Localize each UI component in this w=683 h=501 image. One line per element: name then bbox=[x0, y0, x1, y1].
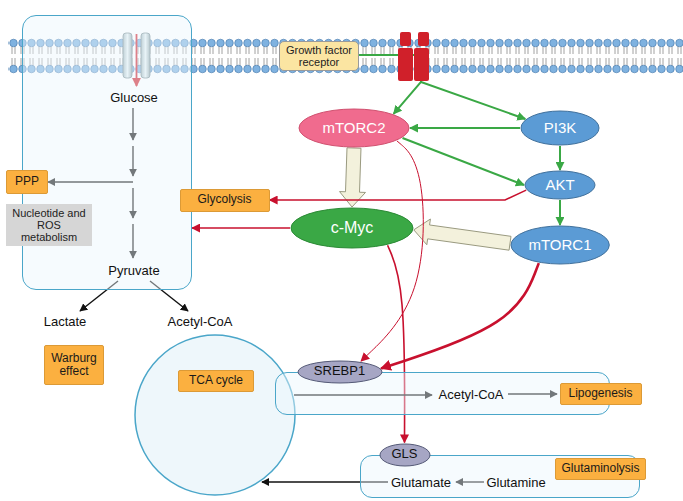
signal-arrow bbox=[410, 127, 520, 129]
receptor-symbol bbox=[414, 48, 429, 81]
kinase-ellipse: mTORC1 bbox=[510, 225, 610, 265]
receptor-symbol bbox=[398, 48, 413, 81]
metabolite-label: Glutamate bbox=[391, 476, 451, 491]
lipogenesis-panel: Acetyl-CoASREBP1Lipogenesis bbox=[275, 372, 610, 415]
metabolite-label: Lactate bbox=[44, 315, 87, 330]
metabolite-label: Glucose bbox=[110, 91, 158, 106]
receptor-label: Growth factor receptor bbox=[279, 41, 359, 72]
mitochondrion bbox=[135, 335, 295, 495]
node-text: mTORC2 bbox=[322, 120, 385, 137]
node-text: Glycolysis bbox=[197, 193, 251, 206]
process-box: Warburg effect bbox=[44, 345, 104, 385]
block-arrow bbox=[414, 219, 511, 250]
enzyme-ellipse: SREBP1 bbox=[297, 360, 383, 384]
node-text: Warburg effect bbox=[48, 352, 100, 379]
enzyme-ellipse: GLS bbox=[379, 443, 431, 467]
receptor-symbol bbox=[418, 32, 429, 46]
ellipse-shape bbox=[525, 171, 595, 199]
ellipse-shape bbox=[511, 226, 609, 264]
node-text: Lipogenesis bbox=[568, 387, 632, 400]
node-text: TCA cycle bbox=[189, 374, 243, 387]
ppp-box: PPP bbox=[6, 170, 48, 194]
kinase-ellipse: mTORC2 bbox=[298, 108, 410, 148]
node-text: Nucleotide and ROS metabolism bbox=[10, 207, 88, 244]
node-text: GLS bbox=[391, 447, 417, 462]
metabolite-label: Pyruvate bbox=[108, 264, 159, 279]
ellipse-shape bbox=[299, 109, 409, 147]
ellipse-shape bbox=[298, 361, 382, 383]
glycolysis-box: Glycolysis bbox=[180, 189, 270, 212]
signal-arrow bbox=[559, 200, 561, 225]
tca-box: TCA cycle bbox=[178, 370, 254, 392]
signal-arrow bbox=[361, 141, 423, 361]
metabolite-label: Acetyl-CoA bbox=[167, 315, 232, 330]
signal-arrow bbox=[559, 146, 561, 170]
transcription-factor-ellipse: c-Myc bbox=[290, 207, 414, 249]
block-arrow bbox=[340, 148, 366, 207]
node-text: c-Myc bbox=[331, 219, 374, 237]
cytoplasm-panel: GlucosePyruvateGlycolysis bbox=[22, 15, 192, 290]
ellipse-shape bbox=[380, 444, 430, 466]
glutaminolysis-box: Glutaminolysis bbox=[555, 458, 645, 480]
kinase-ellipse: PI3K bbox=[520, 110, 600, 146]
ellipse-shape bbox=[521, 111, 599, 145]
node-text: PPP bbox=[15, 175, 39, 188]
node-text: Glutaminolysis bbox=[561, 462, 639, 475]
glutaminolysis-panel: GlutamateGlutamineGLSGlutaminolysis bbox=[360, 455, 640, 498]
lipogenesis-box: Lipogenesis bbox=[560, 383, 642, 405]
ellipse-shape bbox=[291, 208, 413, 248]
node-text: mTORC1 bbox=[528, 237, 591, 254]
metabolite-label: Acetyl-CoA bbox=[438, 388, 503, 403]
kinase-ellipse: AKT bbox=[524, 170, 596, 200]
metabolism-box: Nucleotide and ROS metabolism bbox=[6, 204, 92, 247]
receptor-symbol bbox=[400, 32, 411, 46]
signal-arrow bbox=[270, 190, 527, 200]
node-text: SREBP1 bbox=[314, 364, 365, 379]
signal-arrow bbox=[192, 227, 290, 229]
metabolite-label: Glutamine bbox=[486, 476, 545, 491]
node-text: PI3K bbox=[544, 120, 577, 137]
node-text: Growth factor receptor bbox=[283, 44, 355, 69]
signal-arrow bbox=[402, 138, 524, 185]
node-text: AKT bbox=[545, 177, 574, 194]
